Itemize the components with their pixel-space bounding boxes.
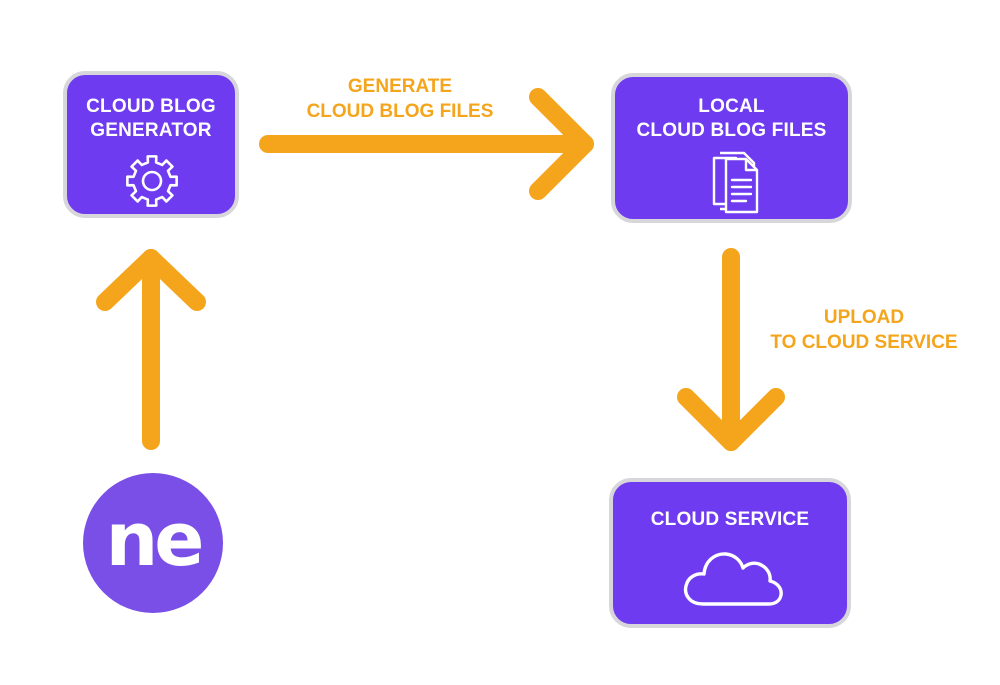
upload-arrow [677, 248, 785, 451]
local-files-title: LOCAL CLOUD BLOG FILES [615, 95, 848, 143]
cloud-service-title: CLOUD SERVICE [613, 508, 847, 532]
generate-label-line-2: CLOUD BLOG FILES [306, 101, 494, 122]
gear-icon [126, 155, 178, 207]
generator-title-line-1: CLOUD BLOG [86, 96, 216, 117]
generate-arrow [259, 88, 594, 200]
upload-label: UPLOAD TO CLOUD SERVICE [764, 305, 964, 355]
generate-label: GENERATE CLOUD BLOG FILES [300, 74, 500, 124]
cloud-service-title-line-1: CLOUD SERVICE [650, 509, 810, 530]
local-files-title-line-1: LOCAL [698, 96, 765, 117]
generator-title-line-2: GENERATOR [90, 120, 212, 141]
cloud-icon [683, 552, 783, 606]
ne-logo-icon: ne [106, 497, 206, 583]
generate-label-line-1: GENERATE [347, 76, 453, 97]
ne-logo: ne [83, 473, 223, 613]
local-files-title-line-2: CLOUD BLOG FILES [636, 120, 827, 141]
generator-node: CLOUD BLOG GENERATOR [63, 71, 239, 218]
document-icon [712, 151, 759, 214]
local-files-node: LOCAL CLOUD BLOG FILES [611, 73, 852, 223]
upload-label-line-2: TO CLOUD SERVICE [770, 332, 958, 353]
input-arrow [96, 249, 206, 450]
upload-label-line-1: UPLOAD [823, 307, 905, 328]
svg-text:ne: ne [106, 497, 202, 583]
cloud-service-node: CLOUD SERVICE [609, 478, 851, 628]
generator-title: CLOUD BLOG GENERATOR [67, 95, 235, 143]
